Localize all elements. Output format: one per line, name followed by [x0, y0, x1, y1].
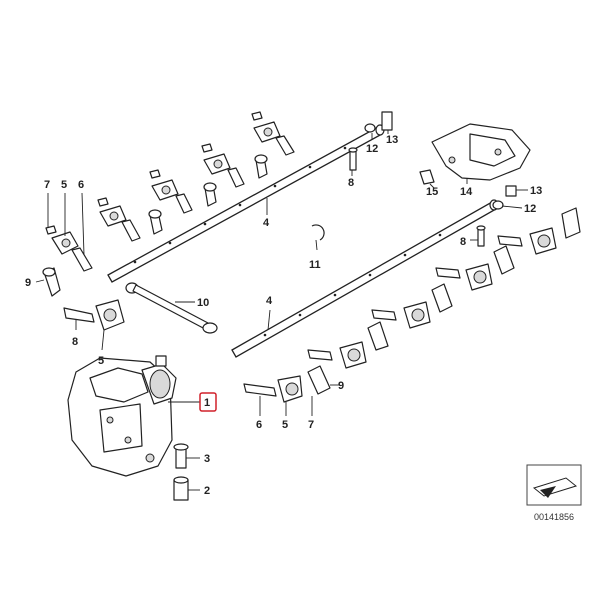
callout-4: 4 — [263, 217, 270, 229]
lever-with-bolt[interactable] — [63, 299, 125, 331]
callout-1: 1 — [204, 397, 210, 409]
cover-bracket[interactable] — [431, 123, 531, 181]
callout-15: 15 — [426, 186, 438, 198]
callout-labels: 7 5 6 9 8 5 10 4 4 8 11 12 13 14 15 13 1… — [25, 134, 542, 497]
callout-13: 13 — [386, 134, 398, 146]
callout-6: 6 — [78, 179, 84, 191]
callout-10: 10 — [197, 297, 209, 309]
upper-shift-forks[interactable] — [42, 111, 295, 297]
callout-8: 8 — [460, 236, 466, 248]
lower-shift-levers[interactable] — [243, 207, 581, 403]
callout-5: 5 — [98, 355, 104, 367]
callout-14: 14 — [460, 186, 473, 198]
upper-shift-rod[interactable] — [107, 124, 385, 283]
callout-11: 11 — [309, 259, 321, 271]
callout-6: 6 — [256, 419, 262, 431]
lower-bolt-8[interactable] — [476, 225, 486, 247]
upper-bolts[interactable] — [348, 111, 393, 171]
bracket-screw-15[interactable] — [419, 169, 435, 185]
callout-5: 5 — [61, 179, 67, 191]
callout-3: 3 — [204, 453, 210, 465]
callout-7: 7 — [44, 179, 50, 191]
circlip[interactable] — [311, 224, 325, 241]
callout-4: 4 — [266, 295, 273, 307]
diagram-code: 00141856 — [533, 512, 575, 522]
actuator-spacer-2[interactable] — [173, 476, 189, 501]
arrow-wedge-icon — [526, 464, 582, 506]
actuator-bolt-3[interactable] — [173, 443, 189, 469]
bracket-screws-12-13[interactable] — [492, 185, 517, 210]
callout-9: 9 — [25, 277, 31, 289]
callout-8: 8 — [72, 336, 78, 348]
callout-12: 12 — [524, 203, 536, 215]
leader-lines — [35, 130, 528, 491]
lower-shift-rod[interactable] — [231, 199, 499, 358]
link-rod[interactable] — [125, 282, 218, 334]
callout-13: 13 — [530, 185, 542, 197]
callout-5: 5 — [282, 419, 288, 431]
highlighted-callout-1[interactable]: 1 — [199, 392, 217, 412]
callout-7: 7 — [308, 419, 314, 431]
shift-actuator[interactable] — [67, 355, 177, 477]
callout-9: 9 — [338, 380, 344, 392]
callout-12: 12 — [366, 143, 378, 155]
callout-8: 8 — [348, 177, 354, 189]
callout-2: 2 — [204, 485, 210, 497]
